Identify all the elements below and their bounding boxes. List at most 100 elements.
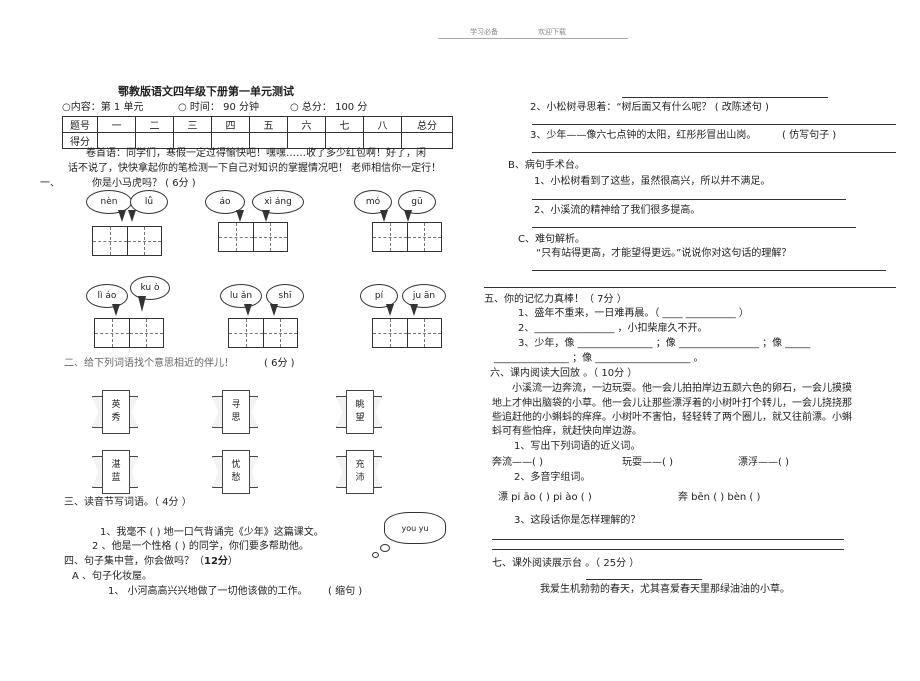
intro-line-1: 卷首语：同学们，寒假一定过得愉快吧！嘿嘿……收了多少红包啊！好了，闲 xyxy=(86,148,426,159)
bubble-tail xyxy=(270,304,278,316)
bubble-tail xyxy=(138,296,146,312)
score-cell: 八 xyxy=(363,116,402,133)
score-cell: 得分 xyxy=(62,132,98,149)
pinyin-text: lu ǎn xyxy=(229,291,253,301)
answer-line[interactable] xyxy=(532,227,856,228)
section1-number: 一、 xyxy=(40,178,60,189)
pinyin-text: gū xyxy=(411,197,423,207)
score-table: 题号 一 二 三 四 五 六 七 八 总分 得分 xyxy=(62,116,453,149)
bubble-tail xyxy=(128,210,136,222)
bubble-tail xyxy=(410,304,418,316)
answer-line[interactable] xyxy=(532,270,886,271)
section4b-title: B、病句手术台。 xyxy=(508,160,585,171)
passage-line: 地上才伸出脑袋的小草。他一会儿让那些漂浮着的小树叶打个转儿，一会儿挠挠那 xyxy=(492,398,852,409)
score-input-cell[interactable] xyxy=(173,132,212,149)
score-cell: 二 xyxy=(135,116,174,133)
scroll-char: 湛 xyxy=(111,460,121,470)
scroll-char: 思 xyxy=(231,413,241,423)
section6-title: 六、课内阅读大回放 。（ 10分 ） xyxy=(490,368,638,379)
answer-line[interactable] xyxy=(492,549,844,550)
score-input-cell[interactable] xyxy=(97,132,136,149)
pinyin-text: mó xyxy=(365,197,381,207)
writing-grid[interactable] xyxy=(372,222,442,252)
pinyin-text: ku ò xyxy=(140,283,160,293)
writing-grid[interactable] xyxy=(218,222,288,252)
cloud-text: you yu xyxy=(401,523,429,533)
word-scroll: 眺望 xyxy=(336,390,382,434)
polyphone-item[interactable]: 奔 bēn ( ) bèn ( ) xyxy=(678,492,761,503)
section4-title-text: 四、句子集中营，你会做吗？（ xyxy=(64,556,204,567)
section6-q3: 3、这段话你是怎样理解的？ xyxy=(514,515,641,526)
scroll-char: 秀 xyxy=(111,413,121,423)
score-cell: 七 xyxy=(325,116,364,133)
header-right: 欢迎下载 xyxy=(538,28,566,36)
section6-q2: 2、多音字组词。 xyxy=(514,472,591,483)
scroll-char: 沛 xyxy=(355,473,365,483)
score-input-cell[interactable] xyxy=(287,132,326,149)
score-input-cell[interactable] xyxy=(363,132,402,149)
writing-grid[interactable] xyxy=(372,318,442,348)
score-input-cell[interactable] xyxy=(325,132,364,149)
word-scroll: 英秀 xyxy=(92,390,138,434)
section4a-q1: 1、 小河高高兴兴地做了一切他该做的工作。 xyxy=(108,586,308,597)
intro-line-2: 话不说了，快快拿起你的笔检测一下自己对知识的掌握情况吧！ 老师相信你一定行！ xyxy=(68,163,442,174)
synonym-item[interactable]: 漂浮——( ) xyxy=(738,457,789,468)
pinyin-text: shī xyxy=(278,291,292,301)
pinyin-text: lǚ xyxy=(144,197,154,207)
section4-score: 12分 xyxy=(204,556,228,567)
writing-grid[interactable] xyxy=(92,226,162,256)
score-input-cell[interactable] xyxy=(401,132,453,149)
answer-line[interactable] xyxy=(532,199,846,200)
section7-title: 七、课外阅读展示台 。（ 25分 ） xyxy=(492,558,640,569)
answer-line[interactable] xyxy=(586,579,702,580)
polyphone-item[interactable]: 漂 pi āo ( ) pi ào ( ) xyxy=(498,492,592,503)
section5-q2[interactable]: 2、________________ ，小扣柴扉久不开。 xyxy=(518,323,708,334)
score-table-score-row: 得分 xyxy=(62,132,453,149)
score-input-cell[interactable] xyxy=(249,132,288,149)
scroll-char: 充 xyxy=(355,460,365,470)
bubble-tail xyxy=(262,210,270,222)
score-input-cell[interactable] xyxy=(135,132,174,149)
scroll-char: 望 xyxy=(355,413,365,423)
synonym-item[interactable]: 玩耍——( ) xyxy=(622,457,673,468)
section3-q1[interactable]: 1、我毫不 ( ) 地一口气背诵完《少年》这篇课文。 xyxy=(100,527,324,538)
header-rule xyxy=(438,38,628,39)
answer-line[interactable] xyxy=(532,152,896,153)
bubble-tail xyxy=(112,304,120,316)
pinyin-text: áo xyxy=(219,197,231,207)
score-cell: 一 xyxy=(97,116,136,133)
section4c-q1: “只有站得更高，才能望得更远。”说说你对这句话的理解？ xyxy=(536,248,792,259)
answer-line[interactable] xyxy=(484,287,896,288)
score-cell: 总分 xyxy=(401,116,453,133)
answer-line[interactable] xyxy=(532,124,896,125)
section3-q2[interactable]: 2 、他是一个性格 ( ) 的同学，你们要多帮助他。 xyxy=(92,541,309,552)
section4b-q2: 2、小溪流的精神给了我们很多提高。 xyxy=(534,205,701,216)
section1-title: 你是小马虎吗？ ( 6分 ) xyxy=(92,178,196,189)
passage-line: 蚪可有些怕痒，就赶快向岸边游。 xyxy=(492,426,642,437)
word-scroll: 湛蓝 xyxy=(92,450,138,494)
section2-title: 二、给下列词语找个意思相近的伴儿！ xyxy=(64,358,234,369)
section4b-q1: 1、小松树看到了这些，虽然很高兴，所以并不满足。 xyxy=(534,176,771,187)
score-input-cell[interactable] xyxy=(211,132,250,149)
section4-title-close: ） xyxy=(227,556,238,567)
writing-grid[interactable] xyxy=(94,318,164,348)
section4a-title: A 、句子化妆屋。 xyxy=(72,571,153,582)
section6-q1: 1、写出下列词语的近义词。 xyxy=(514,441,641,452)
scroll-char: 忧 xyxy=(231,460,241,470)
section5-q3[interactable]: 3、少年，像 _______________ ；像 ______________… xyxy=(518,338,811,349)
pinyin-cloud: you yu xyxy=(384,512,446,544)
score-cell: 六 xyxy=(287,116,326,133)
answer-line[interactable] xyxy=(492,539,844,540)
word-scroll: 忧愁 xyxy=(212,450,258,494)
scroll-char: 眺 xyxy=(355,400,365,410)
pinyin-bubble: ku ò xyxy=(130,276,170,300)
answer-line[interactable] xyxy=(622,97,828,98)
section5-q3-cont[interactable]: _______________ ；像 ___________________ 。 xyxy=(494,353,704,364)
bubble-tail xyxy=(236,210,244,222)
writing-grid[interactable] xyxy=(228,318,298,348)
pinyin-bubble: xì áng xyxy=(252,190,304,214)
section5-q1[interactable]: 1、盛年不重来，一日难再晨。（ ____ __________ ） xyxy=(518,308,749,319)
score-cell: 三 xyxy=(173,116,212,133)
pinyin-bubble: nèn xyxy=(86,190,132,214)
synonym-item[interactable]: 奔流——( ) xyxy=(492,457,543,468)
